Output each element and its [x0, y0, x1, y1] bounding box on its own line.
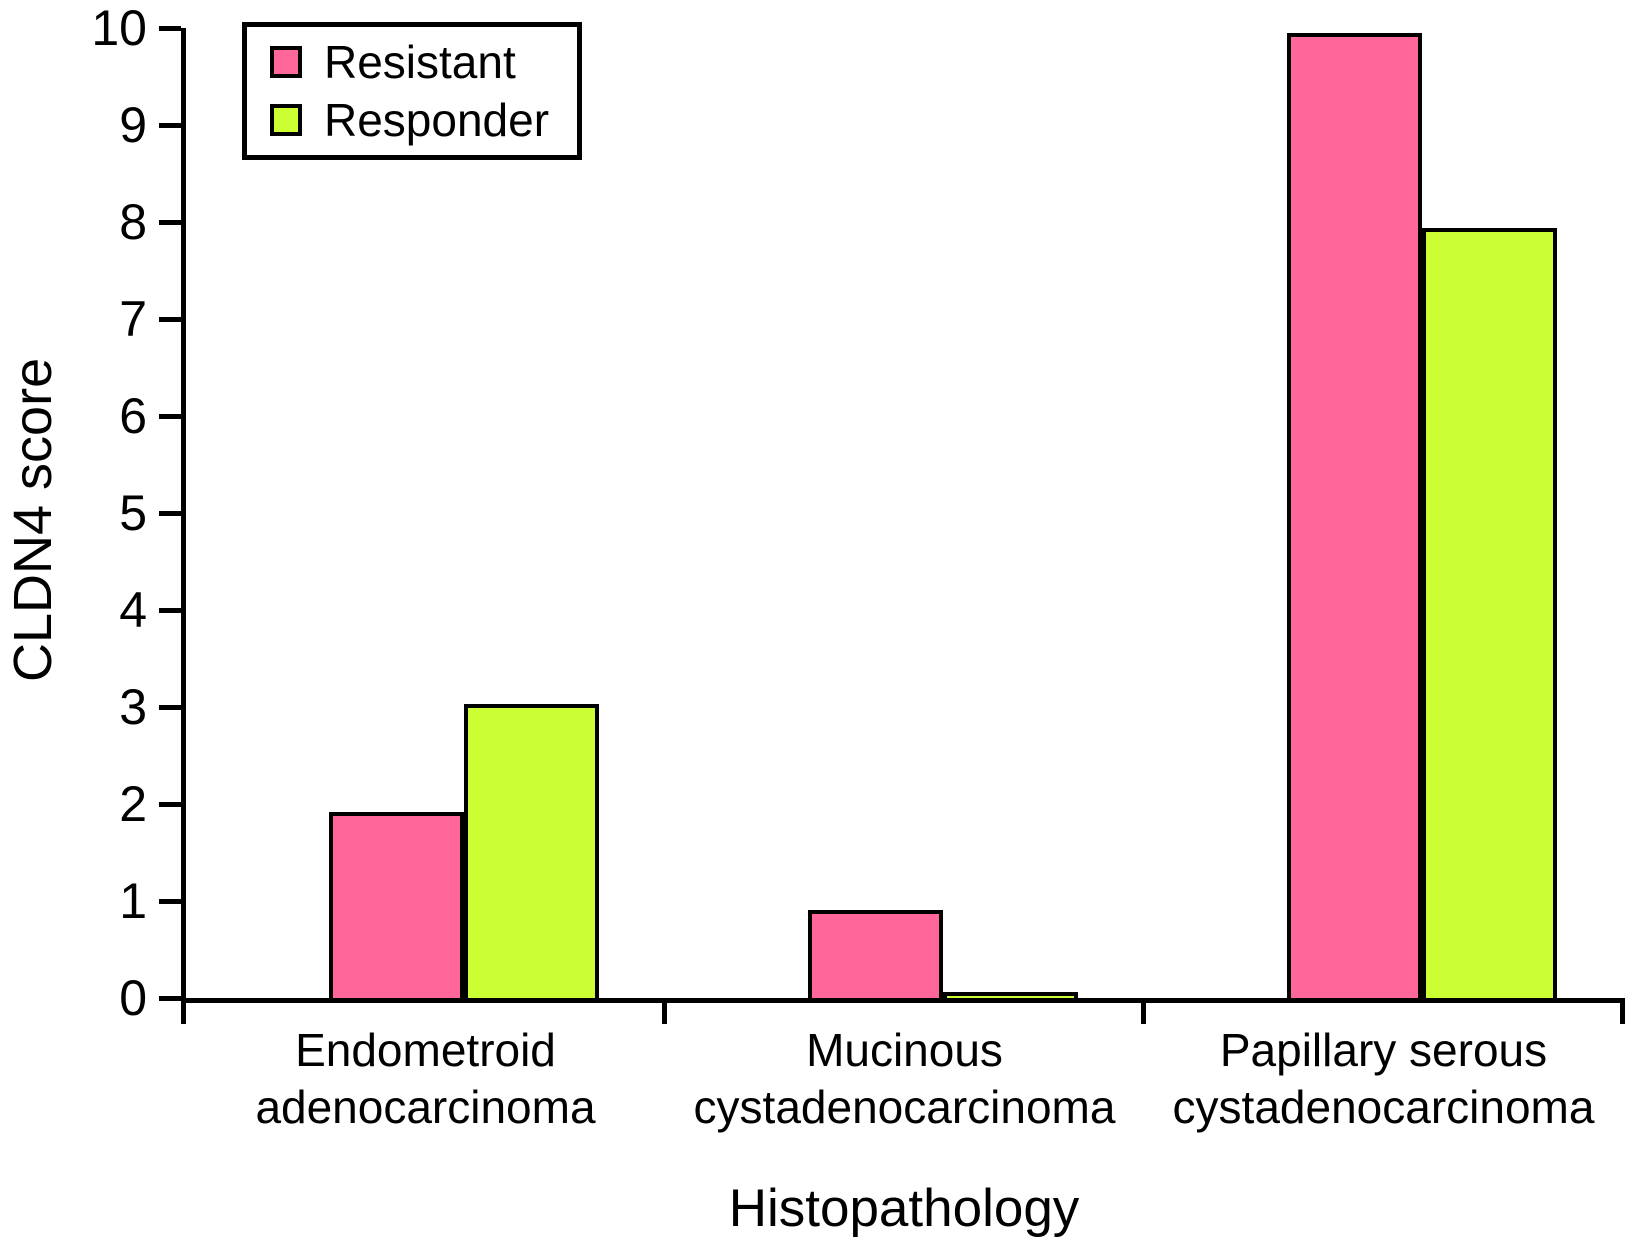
- x-tick: [181, 998, 186, 1024]
- y-tick: [159, 802, 181, 807]
- y-tick: [159, 414, 181, 419]
- bar-responder-0: [463, 704, 599, 998]
- y-tick: [159, 608, 181, 613]
- x-tick: [1141, 998, 1146, 1024]
- bar-resistant-0: [328, 811, 464, 998]
- y-tick: [159, 220, 181, 225]
- y-tick: [159, 123, 181, 128]
- y-tick-label: 8: [119, 194, 147, 250]
- y-tick-label: 1: [119, 873, 147, 929]
- y-tick-label: 3: [119, 679, 147, 735]
- x-axis-title: Histopathology: [728, 1179, 1080, 1238]
- legend-label-resistant: Resistant: [324, 36, 516, 88]
- y-tick: [159, 317, 181, 322]
- y-axis-line: [181, 28, 186, 1003]
- resistant-swatch-icon: [270, 46, 302, 78]
- y-tick: [159, 996, 181, 1001]
- y-tick: [159, 899, 181, 904]
- bar-responder-2: [1421, 227, 1557, 998]
- x-tick: [1620, 998, 1625, 1024]
- legend-item-responder: Responder: [270, 97, 577, 143]
- y-tick-label: 5: [119, 485, 147, 541]
- legend-item-resistant: Resistant: [270, 39, 577, 85]
- y-tick-label: 2: [119, 776, 147, 832]
- responder-swatch-icon: [270, 104, 302, 136]
- y-tick-label: 0: [119, 970, 147, 1026]
- bar-resistant-1: [807, 909, 943, 998]
- category-label-1: Mucinous cystadenocarcinoma: [693, 1024, 1116, 1133]
- y-tick: [159, 705, 181, 710]
- y-tick-label: 10: [91, 0, 147, 56]
- legend: Resistant Responder: [242, 22, 582, 160]
- y-tick-label: 7: [119, 291, 147, 347]
- category-label-2: Papillary serous cystadenocarcinoma: [1172, 1024, 1595, 1133]
- x-tick: [662, 998, 667, 1024]
- y-tick-label: 6: [119, 388, 147, 444]
- legend-label-responder: Responder: [324, 94, 550, 146]
- category-label-0: Endometroid adenocarcinoma: [255, 1024, 596, 1133]
- y-tick-label: 4: [119, 582, 147, 638]
- y-tick-label: 9: [119, 97, 147, 153]
- bar-resistant-2: [1286, 32, 1422, 998]
- y-tick: [159, 26, 181, 31]
- x-axis-line: [181, 998, 1623, 1003]
- y-tick: [159, 511, 181, 516]
- bar-responder-1: [942, 992, 1078, 998]
